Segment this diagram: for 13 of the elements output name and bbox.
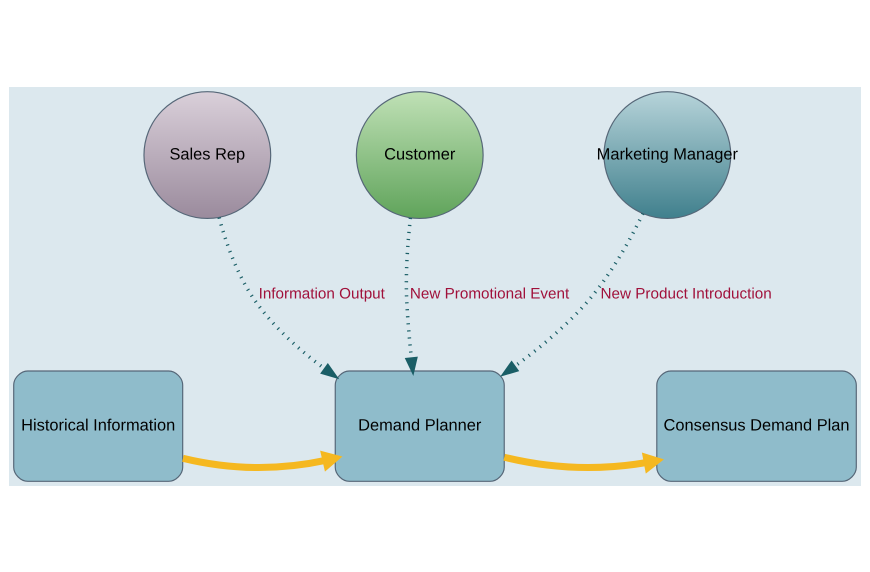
arrow (500, 212, 645, 376)
arrow (217, 216, 340, 379)
arrow (504, 452, 664, 474)
node-box: Historical Information (13, 370, 184, 482)
arrow (182, 450, 342, 472)
arrow (404, 217, 418, 376)
edge-label: Information Output (258, 285, 385, 302)
edge-label: New Promotional Event (410, 285, 570, 302)
node-circle: Customer (356, 90, 484, 219)
edge-label: New Product Introduction (600, 285, 772, 302)
node-box: Demand Planner (334, 370, 505, 482)
node-circle: Sales Rep (143, 90, 272, 219)
node-box: Consensus Demand Plan (656, 370, 857, 482)
